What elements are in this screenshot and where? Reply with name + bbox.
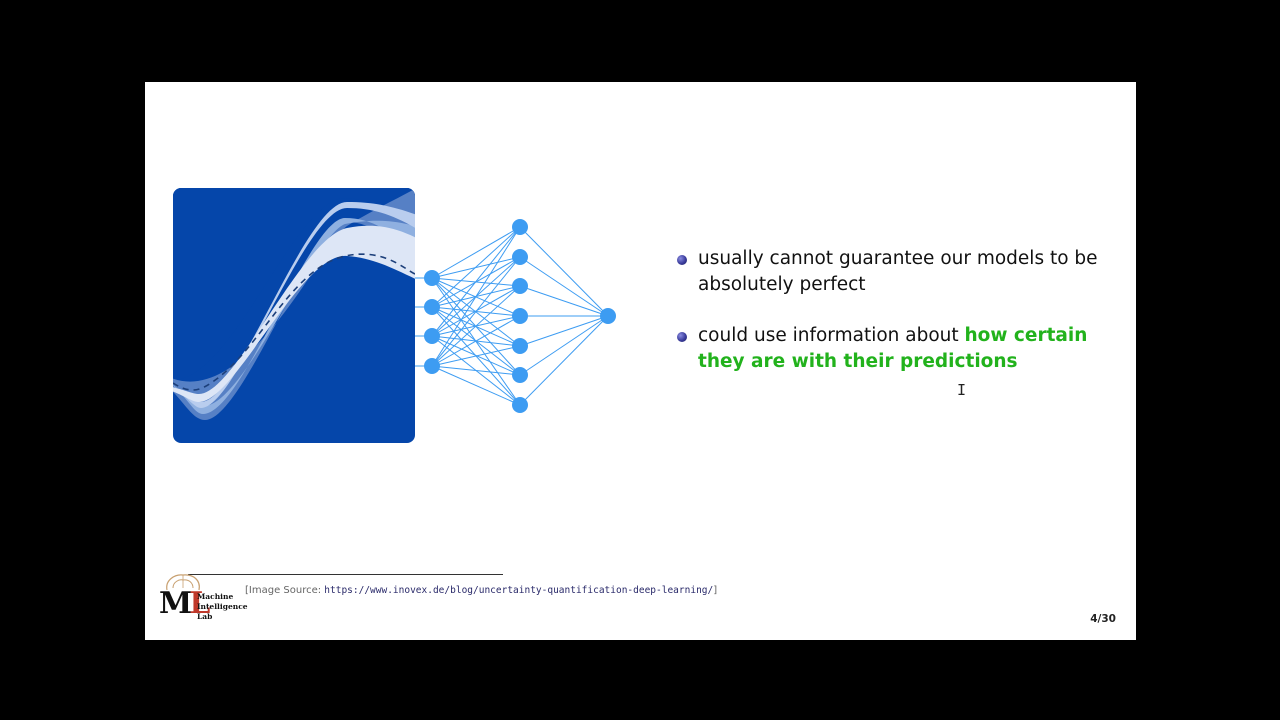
text-cursor-icon: I bbox=[957, 381, 967, 399]
network-node bbox=[600, 308, 616, 324]
network-node bbox=[424, 299, 440, 315]
source-label: [Image Source: bbox=[245, 585, 325, 596]
logo-wordmark: Machine Intelligence Lab bbox=[197, 592, 248, 622]
band-1 bbox=[173, 225, 415, 402]
network-edge bbox=[431, 226, 521, 337]
network-connections bbox=[409, 226, 609, 406]
network-edge bbox=[431, 315, 521, 367]
network-edge bbox=[519, 256, 609, 317]
network-edge bbox=[519, 315, 609, 406]
band-2 bbox=[173, 202, 415, 408]
network-node bbox=[424, 270, 440, 286]
mean-prediction-line bbox=[173, 253, 415, 391]
logo-line-1: Machine bbox=[197, 592, 234, 601]
network-node bbox=[512, 249, 528, 265]
lab-logo: ML Machine Intelligence Lab bbox=[157, 572, 249, 628]
network-node bbox=[512, 278, 528, 294]
network-node bbox=[512, 367, 528, 383]
network-edge bbox=[431, 226, 521, 279]
image-source-note: [Image Source: https://www.inovex.de/blo… bbox=[245, 585, 717, 596]
brain-icon bbox=[166, 574, 200, 591]
band-mask bbox=[173, 188, 415, 398]
network-node bbox=[512, 397, 528, 413]
uncertainty-plot bbox=[173, 188, 415, 443]
network-edge bbox=[431, 285, 521, 367]
network-edge bbox=[519, 226, 609, 317]
network-node bbox=[424, 358, 440, 374]
network-edge bbox=[431, 226, 521, 367]
bullet-list: usually cannot guarantee our models to b… bbox=[675, 246, 1105, 400]
source-url-link[interactable]: https://www.inovex.de/blog/uncertainty-q… bbox=[324, 585, 714, 596]
network-edge bbox=[519, 285, 609, 317]
logo-letters: ML bbox=[159, 586, 210, 621]
page-number: 4/30 bbox=[1090, 613, 1116, 625]
network-node bbox=[512, 308, 528, 324]
network-edge bbox=[431, 256, 521, 367]
network-node bbox=[512, 219, 528, 235]
bullet-text-1: usually cannot guarantee our models to b… bbox=[698, 248, 1098, 295]
network-edge bbox=[431, 226, 521, 308]
bullet-highlight: how certain they are with their predicti… bbox=[698, 325, 1088, 372]
logo-line-2: Intelligence bbox=[197, 602, 248, 611]
bullet-item-1: usually cannot guarantee our models to b… bbox=[675, 246, 1105, 298]
source-close: ] bbox=[713, 585, 718, 596]
uncertainty-network-figure bbox=[173, 188, 616, 443]
network-edge bbox=[519, 315, 609, 347]
bullet-sphere-icon bbox=[677, 255, 687, 265]
network-nodes bbox=[424, 219, 616, 413]
bullet-item-2: could use information about how certain … bbox=[675, 323, 1105, 375]
network-node bbox=[512, 338, 528, 354]
network-edge bbox=[519, 315, 609, 376]
network-edge bbox=[431, 345, 521, 367]
logo-line-3: Lab bbox=[197, 612, 213, 621]
network-node bbox=[424, 328, 440, 344]
bullet-sphere-icon bbox=[677, 332, 687, 342]
slide: usually cannot guarantee our models to b… bbox=[145, 82, 1136, 640]
network-edge bbox=[431, 365, 521, 406]
network-edge bbox=[431, 365, 521, 376]
footnote-rule bbox=[188, 574, 503, 575]
bullet-text-2: could use information about bbox=[698, 325, 965, 346]
